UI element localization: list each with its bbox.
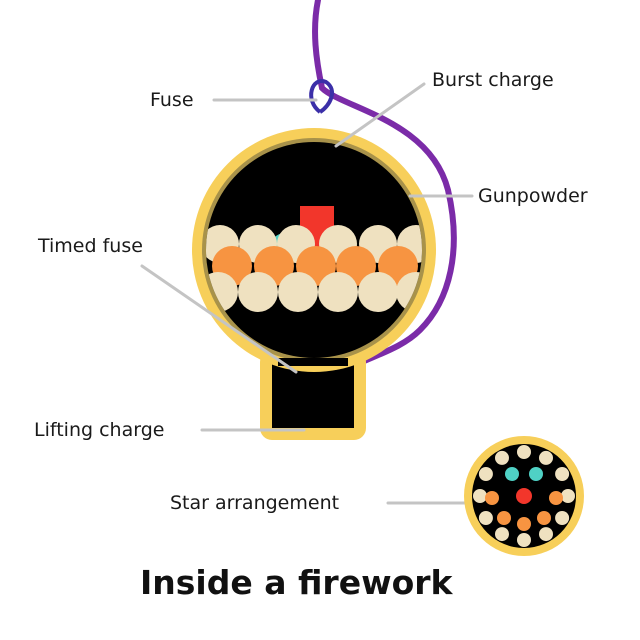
section-red-star bbox=[516, 488, 532, 504]
cream-star bbox=[318, 272, 358, 312]
burst-charge-leader bbox=[334, 82, 426, 148]
burst-charge-label: Burst charge bbox=[432, 69, 554, 91]
star-arrangement-stars bbox=[473, 445, 575, 547]
section-teal-star bbox=[529, 467, 543, 481]
section-cream-star bbox=[495, 527, 509, 542]
cream-star bbox=[238, 272, 278, 312]
section-cream-star bbox=[517, 533, 531, 547]
section-cream-star bbox=[495, 450, 509, 465]
cream-star bbox=[278, 272, 318, 312]
section-cream-star bbox=[517, 445, 531, 459]
shell-stars bbox=[206, 206, 422, 312]
section-teal-star bbox=[505, 467, 519, 481]
section-cream-star bbox=[555, 511, 570, 525]
section-cream-star bbox=[561, 489, 575, 503]
section-orange-star bbox=[549, 491, 563, 505]
section-orange-star bbox=[517, 517, 531, 531]
diagram-title: Inside a firework bbox=[140, 563, 454, 602]
fuse-cord bbox=[312, 0, 457, 365]
section-orange-star bbox=[537, 511, 551, 525]
section-cream-star bbox=[473, 489, 487, 503]
gunpowder-label: Gunpowder bbox=[478, 185, 588, 207]
section-cream-star bbox=[539, 450, 553, 465]
timed-fuse-leader bbox=[140, 264, 298, 374]
fuse-label: Fuse bbox=[150, 89, 194, 111]
cream-star bbox=[358, 272, 398, 312]
section-cream-star bbox=[539, 527, 553, 542]
section-cream-star bbox=[478, 467, 493, 481]
timed-fuse-label: Timed fuse bbox=[37, 235, 143, 257]
section-orange-star bbox=[497, 511, 511, 525]
section-cream-star bbox=[478, 511, 493, 525]
lifting-charge-label: Lifting charge bbox=[34, 419, 164, 441]
star-arrangement-label: Star arrangement bbox=[170, 492, 339, 514]
section-orange-star bbox=[485, 491, 499, 505]
section-cream-star bbox=[555, 467, 570, 481]
